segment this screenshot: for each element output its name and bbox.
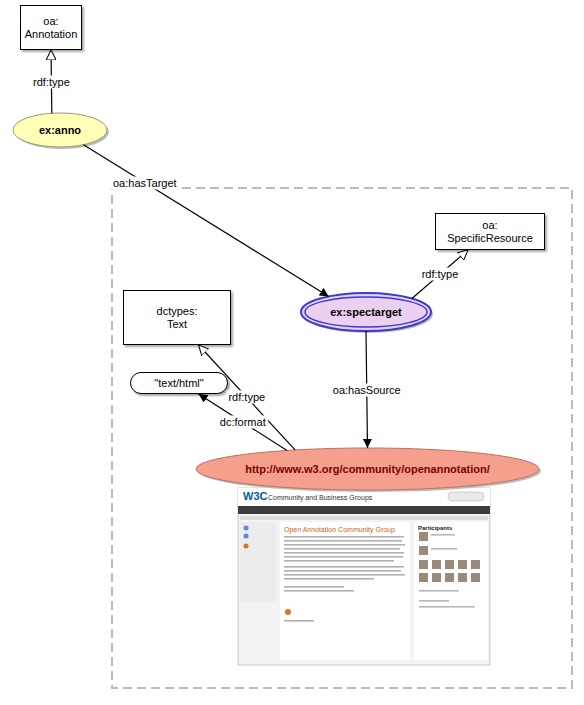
connector-arrow bbox=[412, 250, 468, 299]
dashed-region bbox=[112, 188, 572, 688]
edge-label: rdf:type bbox=[31, 75, 72, 88]
resource-ellipse: ex:anno bbox=[12, 112, 108, 148]
sidebar-heading: Participants bbox=[418, 524, 452, 532]
edge-label: oa:hasTarget bbox=[111, 176, 179, 189]
edge-label: dc:format bbox=[218, 416, 268, 429]
connector-arrow bbox=[84, 145, 329, 297]
webpage-screenshot bbox=[238, 488, 490, 665]
source-ellipse: http://www.w3.org/community/openannotati… bbox=[195, 447, 540, 491]
node-text: dctypes: Text bbox=[147, 305, 207, 331]
logo-text: W3C bbox=[243, 490, 267, 503]
class-box: dctypes: Text bbox=[123, 290, 231, 345]
edge-label: oa:hasSource bbox=[331, 383, 403, 396]
site-title: Community and Business Groups bbox=[268, 493, 372, 502]
edge-label: rdf:type bbox=[420, 268, 461, 281]
connector-arrow bbox=[199, 345, 295, 450]
node-text: oa: SpecificResource bbox=[440, 219, 540, 245]
literal-box: "text/html" bbox=[130, 372, 228, 394]
node-text: oa: Annotation bbox=[22, 15, 80, 41]
node-text: "text/html" bbox=[154, 377, 203, 390]
edge-label: rdf:type bbox=[226, 391, 267, 404]
page-heading: Open Annotation Community Group bbox=[284, 525, 395, 534]
specific-resource-ellipse: ex:spectarget bbox=[300, 292, 432, 332]
class-box: oa: Annotation bbox=[20, 5, 82, 50]
node-text: ex:anno bbox=[39, 124, 81, 137]
node-text: ex:spectarget bbox=[330, 306, 402, 319]
class-box: oa: SpecificResource bbox=[435, 213, 545, 250]
node-text: http://www.w3.org/community/openannotati… bbox=[245, 463, 490, 476]
